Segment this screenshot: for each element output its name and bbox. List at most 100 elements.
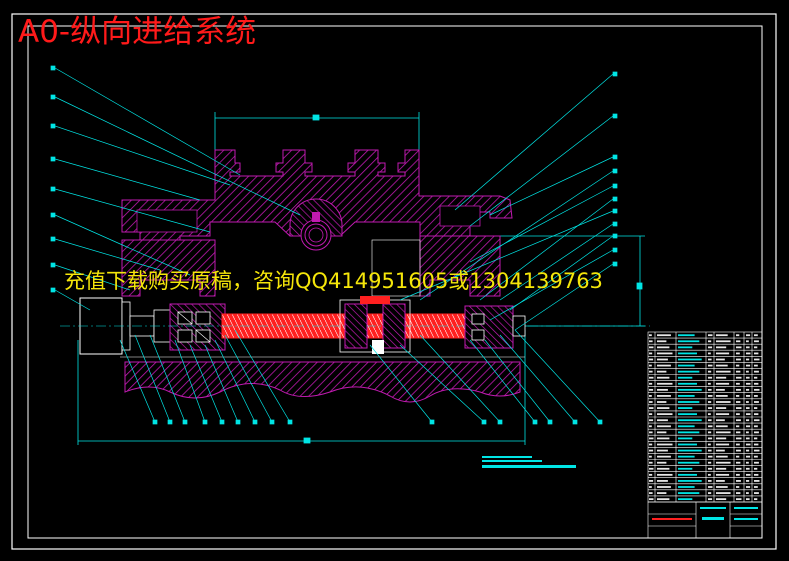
bom-cell-text xyxy=(716,425,728,428)
bom-cell-text xyxy=(649,364,652,367)
bottom-callouts xyxy=(119,329,603,425)
bom-cell-text xyxy=(649,352,653,355)
bom-cell-text xyxy=(746,413,751,416)
bom-cell-text xyxy=(754,437,758,440)
technical-notes xyxy=(482,456,576,468)
bom-cell-text xyxy=(746,455,751,458)
bom-cell-text xyxy=(649,382,653,385)
bom-cell-text xyxy=(649,388,654,391)
bom-cell-text xyxy=(736,461,741,464)
bom-cell-text xyxy=(746,407,750,409)
bom-cell-text xyxy=(716,437,727,440)
bom-cell-text xyxy=(716,431,731,434)
bom-cell-text xyxy=(716,401,731,403)
bom-cell-text xyxy=(736,498,742,501)
bom-cell-text xyxy=(754,480,760,482)
bom-cell-text xyxy=(754,358,760,361)
bottom-dimension xyxy=(77,330,526,445)
bom-cell-text xyxy=(716,358,725,361)
bom-cell-text xyxy=(678,437,693,440)
side-blocks xyxy=(121,235,501,297)
bom-cell-text xyxy=(708,473,711,476)
bom-cell-text xyxy=(649,395,652,397)
bom-cell-text xyxy=(649,449,654,452)
bom-cell-text xyxy=(754,461,759,464)
top-dimension xyxy=(214,112,420,150)
bom-cell-text xyxy=(754,376,758,379)
bom-cell-text xyxy=(736,334,740,337)
bom-cell-text xyxy=(754,334,758,337)
bom-cell-text xyxy=(708,401,712,403)
bom-cell-text xyxy=(657,401,667,403)
bom-cell-text xyxy=(649,467,654,470)
bom-cell-text xyxy=(708,352,711,355)
bom-cell-text xyxy=(754,401,759,403)
bom-cell-text xyxy=(678,407,693,409)
bom-cell-text xyxy=(678,340,700,343)
bom-cell-text xyxy=(678,449,702,452)
bom-cell-text xyxy=(746,358,750,361)
bom-cell-text xyxy=(716,419,725,422)
bom-cell-text xyxy=(708,413,711,416)
bom-cell-text xyxy=(657,352,673,355)
bom-cell-text xyxy=(716,455,728,458)
bom-cell-text xyxy=(716,364,728,367)
outer-frame xyxy=(11,13,777,550)
bom-cell-text xyxy=(708,431,712,434)
bom-cell-text xyxy=(678,443,697,446)
bom-cell-text xyxy=(754,425,758,428)
bom-cell-text xyxy=(657,364,671,367)
bom-cell-text xyxy=(736,455,740,458)
bom-cell-text xyxy=(678,455,695,458)
bom-table xyxy=(647,331,763,503)
bom-cell-text xyxy=(657,382,673,385)
bom-cell-text xyxy=(657,395,671,397)
bom-cell-text xyxy=(657,419,668,422)
bom-cell-text xyxy=(746,492,749,494)
bom-cell-text xyxy=(736,486,740,488)
bom-cell-text xyxy=(746,480,750,482)
bom-cell-text xyxy=(657,498,670,501)
bom-cell-text xyxy=(716,382,730,385)
bom-cell-text xyxy=(746,431,749,434)
bom-cell-text xyxy=(716,480,725,482)
bom-cell-text xyxy=(649,473,653,476)
bom-cell-text xyxy=(678,352,697,355)
ball-screw xyxy=(60,313,650,339)
bom-cell-text xyxy=(657,431,667,434)
bom-cell-text xyxy=(736,401,741,403)
bom-cell-text xyxy=(736,480,741,482)
bom-cell-text xyxy=(708,437,713,440)
bom-cell-text xyxy=(649,401,653,403)
bom-cell-text xyxy=(746,388,750,391)
bom-cell-text xyxy=(678,395,695,397)
bom-cell-text xyxy=(678,401,700,403)
bom-cell-text xyxy=(736,346,742,349)
bom-cell-text xyxy=(678,358,702,361)
bom-cell-text xyxy=(657,413,673,416)
bom-cell-text xyxy=(736,437,742,440)
bom-cell-text xyxy=(657,467,670,470)
bom-cell-text xyxy=(754,455,758,458)
bom-cell-text xyxy=(678,486,695,488)
drawing-title: A0-纵向进给系统 xyxy=(18,14,257,50)
bom-cell-text xyxy=(746,443,751,446)
bom-cell-text xyxy=(716,388,725,391)
bom-cell-text xyxy=(716,376,727,379)
bom-cell-text xyxy=(746,401,749,403)
bom-cell-text xyxy=(678,413,697,416)
bom-cell-text xyxy=(657,376,670,379)
bom-cell-text xyxy=(708,486,713,488)
bom-cell-text xyxy=(708,334,713,337)
bom-cell-text xyxy=(716,370,731,373)
bom-cell-text xyxy=(657,473,673,476)
bom-cell-text xyxy=(657,388,668,391)
bom-cell-text xyxy=(649,334,652,337)
bom-cell-text xyxy=(736,382,740,385)
title-block xyxy=(647,501,763,539)
bom-cell-text xyxy=(716,449,725,452)
bom-cell-text xyxy=(657,480,668,482)
bom-cell-text xyxy=(746,376,750,379)
bom-cell-text xyxy=(746,419,750,422)
nut-bracket xyxy=(289,198,343,251)
